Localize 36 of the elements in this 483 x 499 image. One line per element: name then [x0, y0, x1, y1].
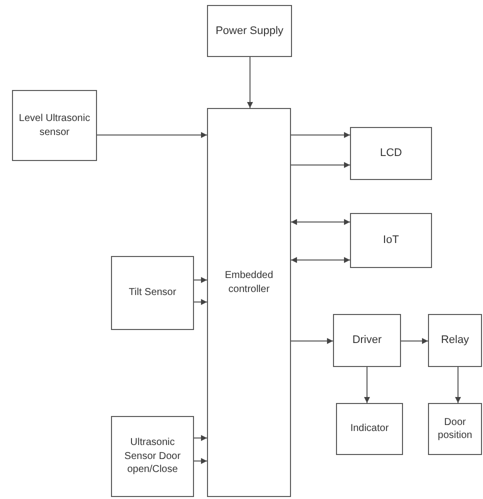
block-box — [428, 314, 482, 367]
block-label: Driver — [352, 333, 382, 348]
block-box — [207, 5, 292, 57]
arrow — [247, 56, 253, 108]
block-box — [12, 90, 97, 161]
block-label: Level Ultrasonic sensor — [18, 112, 92, 139]
block-box — [428, 403, 482, 455]
block-box — [336, 403, 403, 455]
block-label: Indicator — [350, 422, 389, 436]
block-box — [111, 256, 194, 330]
arrow — [194, 458, 208, 464]
arrow — [290, 219, 350, 225]
block-box — [207, 108, 291, 497]
block-box — [350, 213, 432, 268]
block-label: Tilt Sensor — [128, 286, 176, 300]
block-label: Relay — [440, 333, 470, 348]
block-label: Embedded controller — [224, 269, 274, 296]
arrow — [194, 435, 208, 441]
arrow — [96, 132, 208, 138]
block-label: IoT — [383, 233, 399, 248]
block-label: Ultrasonic Sensor Door open/Close — [123, 436, 182, 477]
arrow — [290, 257, 350, 263]
block-box — [350, 127, 432, 180]
block-label: LCD — [380, 146, 402, 161]
block-box — [333, 314, 401, 367]
block-box — [111, 416, 194, 497]
arrow — [290, 162, 350, 168]
arrow — [364, 366, 370, 404]
arrow — [194, 277, 208, 283]
block-label: Door position — [436, 416, 474, 442]
arrow — [290, 132, 350, 138]
arrow — [290, 338, 334, 344]
arrow — [455, 366, 461, 404]
block-label: Power Supply — [216, 24, 284, 38]
arrow — [194, 299, 208, 305]
arrow — [400, 338, 428, 344]
